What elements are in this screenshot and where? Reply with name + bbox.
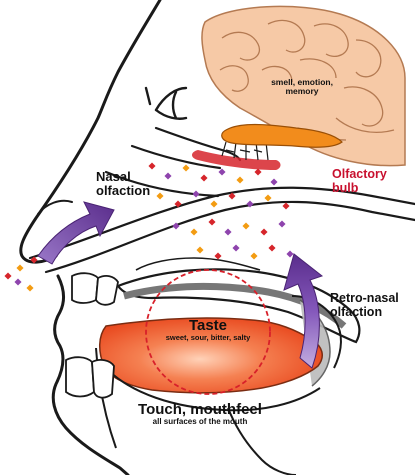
odor-particle: [286, 250, 293, 257]
odor-particle: [26, 284, 33, 291]
odor-particle: [278, 220, 285, 227]
taste-title: Taste: [146, 318, 270, 334]
odor-particle: [270, 178, 277, 185]
odor-particle: [224, 228, 231, 235]
touch-title: Touch, mouthfeel: [120, 402, 280, 418]
oral-cavity: [66, 258, 359, 475]
odor-particle: [250, 252, 257, 259]
odor-particle: [282, 202, 289, 209]
odor-particle: [264, 194, 271, 201]
odor-particle: [242, 222, 249, 229]
odor-particle: [260, 228, 267, 235]
olfactory-bulb-line-2: bulb: [332, 182, 387, 196]
nasal-olfaction-line-1: Nasal: [96, 170, 150, 184]
odor-particle: [214, 252, 221, 259]
odor-particle: [156, 192, 163, 199]
taste-label: Taste sweet, sour, bitter, salty: [146, 318, 270, 342]
olfactory-bulb-label: Olfactory bulb: [332, 168, 387, 195]
odor-particle: [190, 228, 197, 235]
odor-particle: [200, 174, 207, 181]
retro-nasal-label: Retro-nasal olfaction: [330, 292, 399, 319]
touch-subtitle: all surfaces of the mouth: [120, 418, 280, 427]
brain-region-line-2: memory: [252, 87, 352, 96]
odor-particle: [210, 200, 217, 207]
odor-particle: [232, 244, 239, 251]
odor-particle: [208, 218, 215, 225]
odor-particle: [16, 264, 23, 271]
retro-nasal-line-1: Retro-nasal: [330, 292, 399, 306]
odor-particle: [164, 172, 171, 179]
odor-particle: [218, 168, 225, 175]
odor-particle: [236, 176, 243, 183]
taste-subtitle: sweet, sour, bitter, salty: [146, 334, 270, 342]
odor-particle: [182, 164, 189, 171]
odor-particle: [14, 278, 21, 285]
olfactory-bulb-line-1: Olfactory: [332, 168, 387, 182]
odor-particle: [196, 246, 203, 253]
touch-label: Touch, mouthfeel all surfaces of the mou…: [120, 402, 280, 427]
odor-particle: [192, 190, 199, 197]
odor-particle: [148, 162, 155, 169]
odor-particle: [268, 244, 275, 251]
brain-region-label: smell, emotion, memory: [252, 78, 352, 96]
nasal-olfaction-line-2: olfaction: [96, 184, 150, 198]
retro-nasal-line-2: olfaction: [330, 306, 399, 320]
odor-particle: [4, 272, 11, 279]
nasal-olfaction-label: Nasal olfaction: [96, 170, 150, 198]
eye-icon: [146, 88, 186, 119]
